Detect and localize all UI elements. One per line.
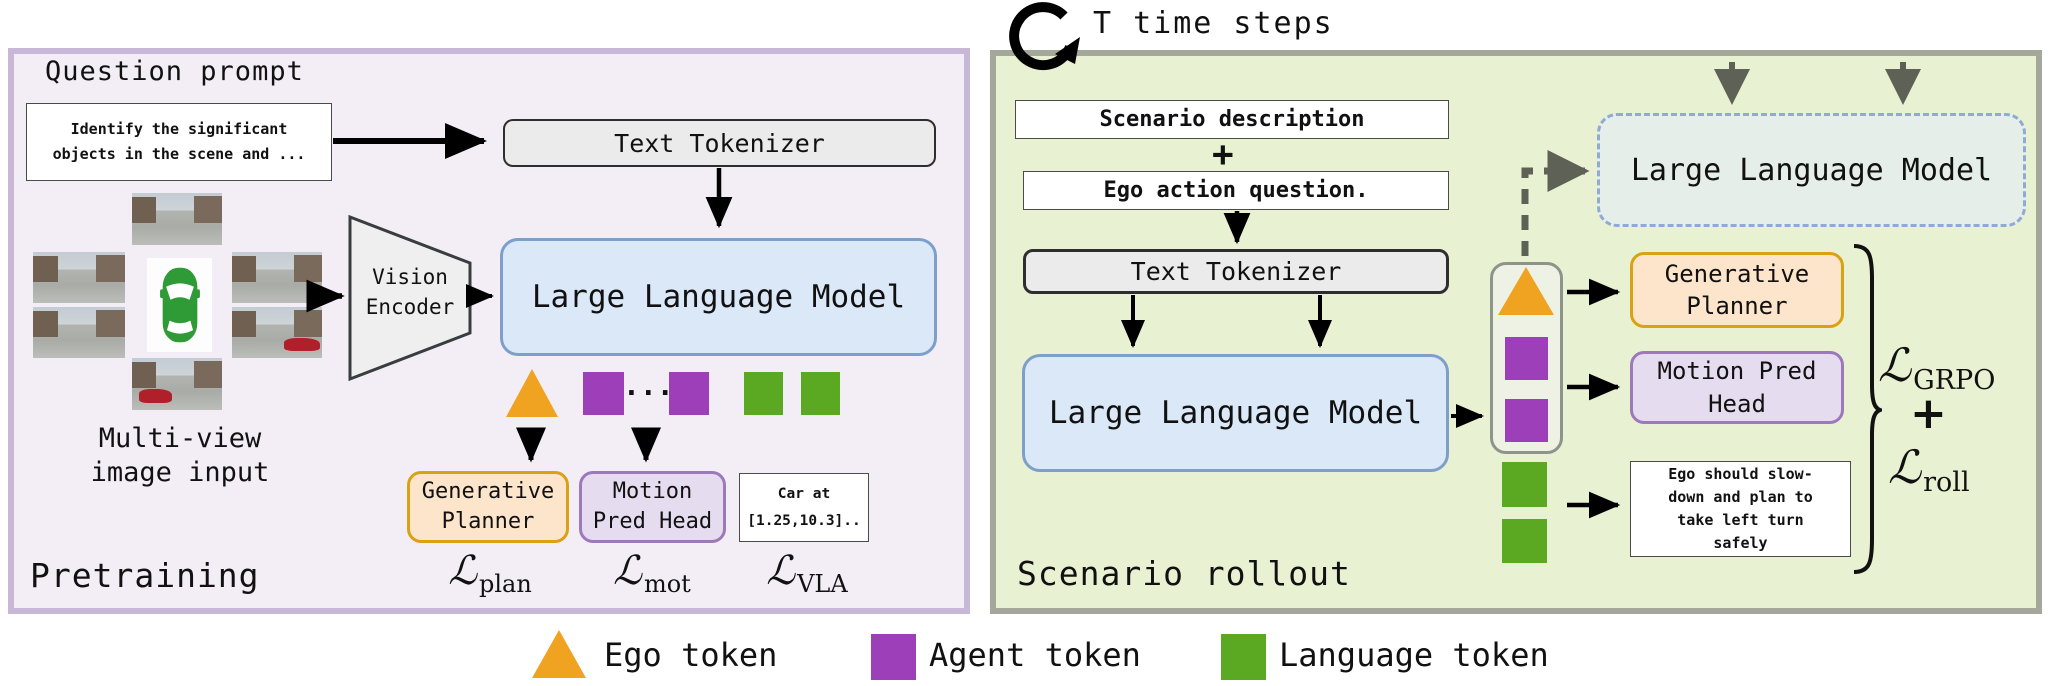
language-token-square [1502,519,1547,563]
generative-planner-box: Generative Planner [1630,252,1844,328]
legend-agent-token-icon [871,634,916,680]
ego-token-triangle [506,369,558,417]
scenario-rollout-panel-label: Scenario rollout [1017,554,1351,593]
generative-planner-line2: Planner [1686,292,1788,320]
legend-language-token-icon [1221,634,1266,680]
llm-dashed-label: Large Language Model [1630,152,1993,188]
legend-ego-token-icon [532,630,586,678]
text-tokenizer-label: Text Tokenizer [614,128,825,158]
vla-output-line1: Car at [777,486,831,503]
plus-sign: + [1212,134,1234,175]
question-prompt-box: Identify the significant objects in the … [26,103,332,181]
ego-car-top-view-icon [147,258,212,352]
ego-action-question-label: Ego action question. [1103,178,1369,203]
legend-ego-token-label: Ego token [604,636,778,674]
llm-box: Large Language Model [500,238,937,356]
ellipsis: ··· [623,376,674,409]
camera-view-back [132,358,222,410]
pretraining-panel-label: Pretraining [30,556,260,595]
rollout-answer-line4: safely [1713,534,1768,553]
vision-encoder-line2: Encoder [365,295,455,320]
loss-plan: ℒplan [448,548,532,598]
loss-brace [1853,244,1882,574]
scenario-description-label: Scenario description [1099,107,1365,132]
agent-token-square [1505,337,1548,380]
agent-token-square [583,372,624,415]
rollout-answer-line2: down and plan to [1668,487,1813,506]
text-tokenizer-box: Text Tokenizer [503,119,936,167]
prompt-line-2: objects in the scene and ... [52,145,306,163]
prompt-line-1: Identify the significant [70,119,288,138]
camera-view-front [132,193,222,245]
vision-encoder-label: Vision Encoder [352,262,468,323]
motion-head-line1: Motion Pred [1657,357,1817,386]
rollout-answer-line3: take left turn [1677,511,1804,529]
multiview-caption-line1: Multi-view [98,423,262,454]
motion-pred-head-box: Motion Pred Head [579,471,726,543]
language-token-square [744,372,783,415]
scenario-description-box: Scenario description [1015,100,1449,139]
generative-planner-box: Generative Planner [407,471,569,543]
vision-encoder-line1: Vision [372,265,448,289]
vla-output-box: Car at [1.25,10.3].. [739,473,869,542]
llm-label: Large Language Model [1048,395,1423,431]
loss-mot: ℒmot [613,548,691,598]
camera-view-front-left [33,252,125,303]
rollout-answer-line1: Ego should slow- [1668,464,1813,483]
multiview-caption: Multi-view image input [70,422,290,490]
ego-token-triangle [1498,267,1554,315]
loss-grpo: ℒGRPO [1878,338,1996,396]
language-token-square [1502,462,1547,507]
motion-pred-head-box: Motion Pred Head [1630,351,1844,424]
motion-head-line1: Motion [612,479,693,505]
legend-agent-token-label: Agent token [929,636,1141,674]
agent-token-square [669,372,709,415]
camera-view-back-right [232,307,322,358]
time-steps-caption: T time steps [1093,6,1334,41]
loss-vla: ℒVLA [766,548,848,598]
vla-output-line2: [1.25,10.3].. [747,512,861,529]
rollout-answer-box: Ego should slow- down and plan to take l… [1630,461,1851,557]
loop-icon [1009,2,1080,71]
text-tokenizer-box: Text Tokenizer [1023,249,1449,294]
multiview-caption-line2: image input [90,456,270,488]
loss-plus-sign: + [1910,388,1947,439]
legend-language-token-label: Language token [1279,636,1549,674]
motion-head-line2: Head [1708,389,1766,418]
loss-roll: ℒroll [1888,440,1970,498]
camera-view-front-right [232,252,322,303]
llm-dashed-box: Large Language Model [1597,113,2026,227]
agent-token-square [1505,399,1548,442]
question-prompt-title: Question prompt [45,56,304,87]
vision-encoder-shape [348,214,472,382]
language-token-square [801,372,840,415]
llm-label: Large Language Model [531,279,906,315]
generative-planner-line2: Planner [441,509,535,534]
ego-action-question-box: Ego action question. [1023,171,1449,210]
camera-view-back-left [33,307,125,358]
text-tokenizer-label: Text Tokenizer [1130,257,1342,286]
motion-head-line2: Pred Head [592,509,713,534]
generative-planner-line1: Generative [1664,259,1810,288]
llm-box: Large Language Model [1022,354,1449,472]
generative-planner-line1: Generative [421,479,555,505]
